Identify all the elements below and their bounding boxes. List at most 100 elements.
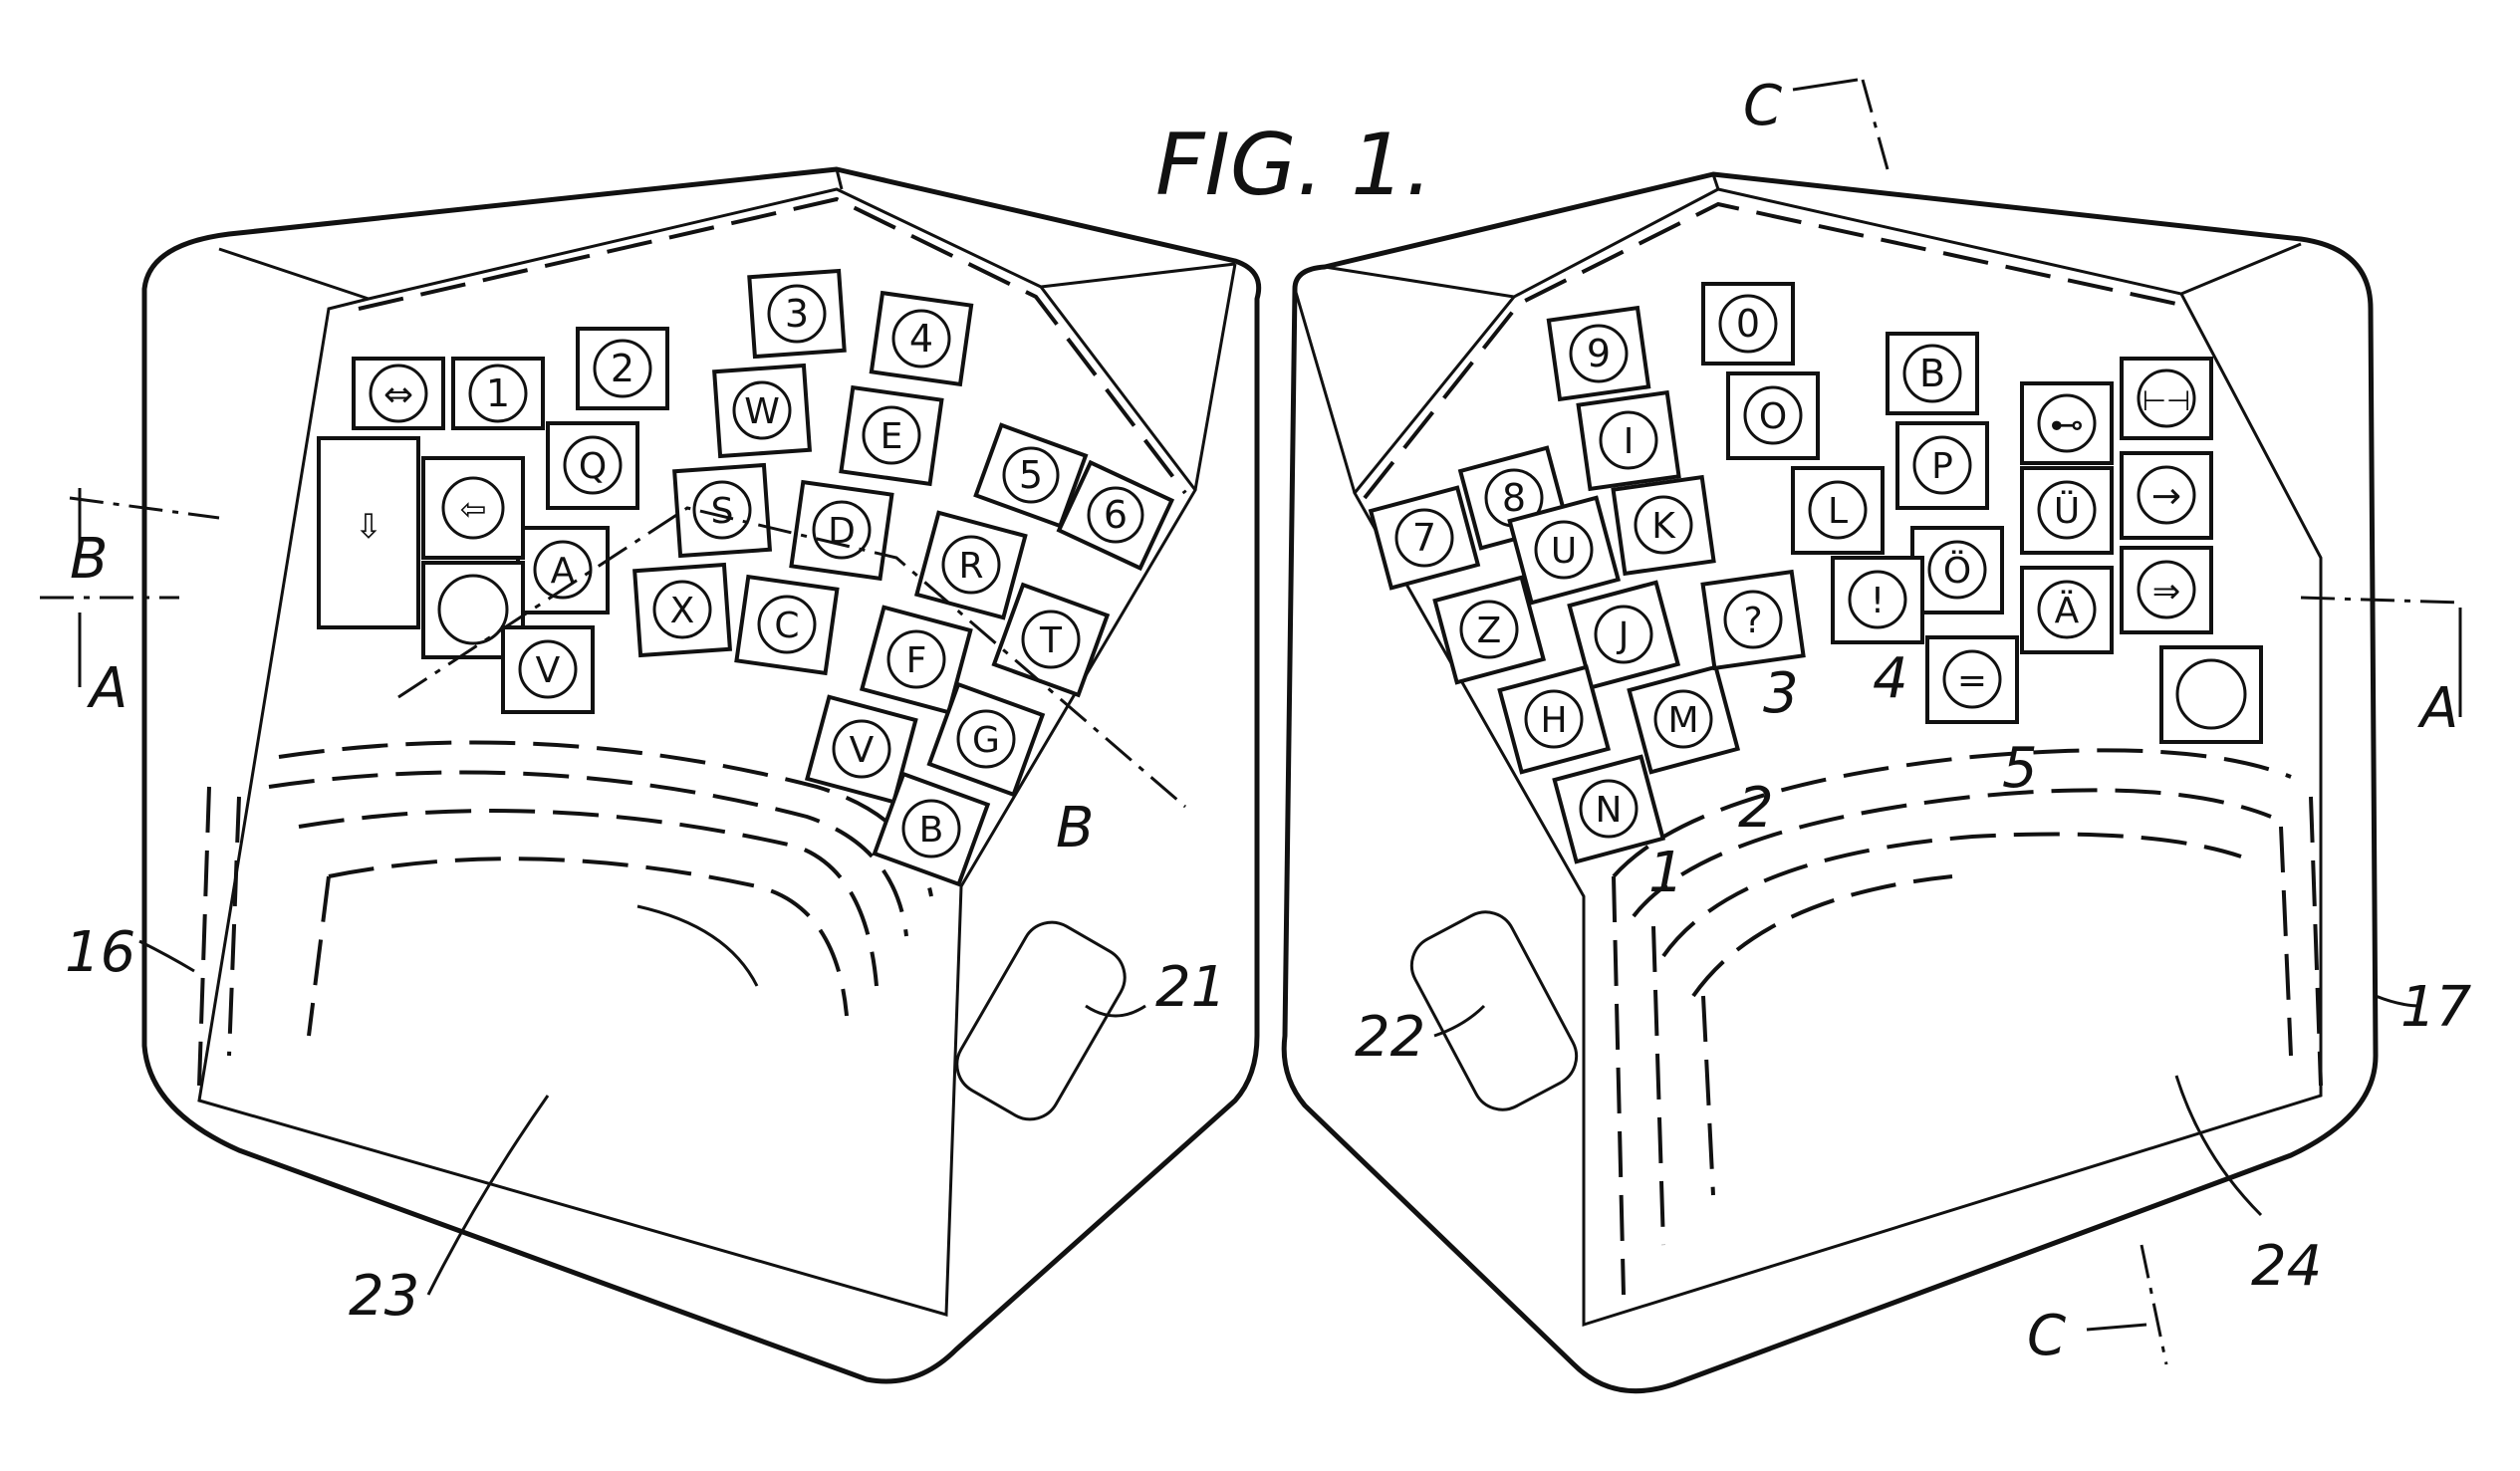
key[interactable]: ! bbox=[1831, 556, 1924, 644]
key[interactable]: S bbox=[672, 462, 773, 559]
key[interactable]: 2 bbox=[576, 327, 669, 410]
svg-text:→: → bbox=[2151, 476, 2181, 517]
column-label-4: 4 bbox=[1873, 646, 1908, 711]
key[interactable]: M bbox=[1627, 664, 1741, 775]
svg-text:Ö: Ö bbox=[1943, 550, 1971, 592]
key[interactable]: P bbox=[1895, 421, 1989, 510]
section-line-b-left bbox=[69, 496, 220, 520]
key[interactable]: Ä bbox=[2020, 566, 2114, 654]
key[interactable]: 5 bbox=[973, 422, 1089, 529]
svg-text:L: L bbox=[1828, 491, 1848, 532]
key[interactable]: → bbox=[2120, 451, 2213, 540]
svg-text:Ä: Ä bbox=[2055, 590, 2080, 631]
svg-text:X: X bbox=[670, 591, 695, 631]
key[interactable]: Ö bbox=[1910, 526, 2004, 614]
key[interactable]: 1 bbox=[451, 357, 545, 430]
key[interactable]: U bbox=[1507, 495, 1622, 606]
key[interactable]: I bbox=[1576, 389, 1681, 492]
left-thumb-pad[interactable] bbox=[946, 911, 1135, 1130]
svg-text:S: S bbox=[711, 491, 734, 532]
key[interactable]: 9 bbox=[1546, 305, 1651, 402]
key[interactable]: 6 bbox=[1056, 459, 1175, 572]
column-label-2: 2 bbox=[1738, 776, 1774, 841]
key[interactable]: O bbox=[1726, 371, 1820, 460]
key[interactable]: Ü bbox=[2020, 466, 2114, 555]
marker-c-top: C bbox=[1743, 74, 1782, 138]
svg-text:3: 3 bbox=[785, 292, 809, 336]
key[interactable]: 0 bbox=[1701, 282, 1795, 366]
key[interactable]: ⇒ bbox=[2120, 546, 2213, 634]
key[interactable]: L bbox=[1791, 466, 1885, 555]
key[interactable]: W bbox=[712, 363, 813, 459]
key[interactable]: ⇔ bbox=[352, 357, 445, 430]
svg-text:B: B bbox=[1919, 352, 1945, 395]
marker-a-left: A bbox=[87, 656, 127, 721]
key[interactable]: E bbox=[839, 384, 944, 487]
key[interactable]: D bbox=[789, 479, 894, 582]
svg-text:A: A bbox=[551, 551, 576, 592]
right-palm-rest-contours bbox=[1612, 748, 2323, 1296]
key[interactable]: T bbox=[991, 582, 1111, 698]
right-inner-bezel bbox=[1353, 187, 2323, 1328]
svg-text:5: 5 bbox=[1019, 453, 1043, 497]
right-bezel-edge bbox=[1293, 173, 2302, 494]
key[interactable]: K bbox=[1611, 474, 1716, 577]
key[interactable]: G bbox=[926, 681, 1046, 798]
key[interactable]: X bbox=[632, 562, 733, 658]
key[interactable]: ⊢⊣ bbox=[2120, 357, 2213, 440]
key[interactable]: ⊷ bbox=[2020, 381, 2114, 465]
key[interactable]: B bbox=[872, 771, 991, 887]
left-housing-outline bbox=[141, 166, 1262, 1384]
svg-text:I: I bbox=[1624, 421, 1635, 462]
key[interactable]: C bbox=[734, 574, 840, 676]
ref-22: 22 bbox=[1355, 1005, 1425, 1070]
key[interactable]: Q bbox=[546, 421, 639, 510]
svg-text:8: 8 bbox=[1502, 476, 1526, 520]
svg-text:⇔: ⇔ bbox=[383, 374, 413, 415]
key[interactable]: J bbox=[1567, 580, 1681, 690]
svg-text:W: W bbox=[744, 391, 780, 432]
svg-text:V: V bbox=[536, 650, 561, 691]
key[interactable] bbox=[2159, 645, 2263, 744]
key[interactable]: A bbox=[516, 526, 610, 614]
key[interactable]: Z bbox=[1432, 575, 1547, 685]
column-label-5: 5 bbox=[2002, 736, 2038, 801]
svg-text:K: K bbox=[1651, 506, 1676, 547]
right-keyboard-half: 7 8 9 0 B ⊷ ⊢⊣ U I O P Ü → Z J K L Ö Ä ⇒… bbox=[1281, 74, 2472, 1394]
svg-text:6: 6 bbox=[1104, 493, 1128, 537]
svg-text:7: 7 bbox=[1412, 516, 1436, 560]
svg-text:T: T bbox=[1039, 620, 1063, 661]
svg-text:C: C bbox=[774, 606, 799, 646]
key[interactable]: V bbox=[501, 625, 595, 714]
svg-text:⇦: ⇦ bbox=[460, 490, 487, 528]
marker-b-left: B bbox=[70, 527, 108, 592]
svg-text:2: 2 bbox=[611, 347, 634, 390]
key[interactable]: V bbox=[804, 694, 918, 805]
svg-text:U: U bbox=[1551, 531, 1577, 572]
svg-text:Q: Q bbox=[579, 446, 607, 487]
right-housing-outline bbox=[1281, 171, 2379, 1394]
key[interactable]: 7 bbox=[1368, 485, 1481, 591]
svg-text:N: N bbox=[1596, 790, 1623, 831]
left-bezel-edge bbox=[218, 168, 1237, 491]
right-thumb-pad[interactable] bbox=[1401, 901, 1587, 1119]
key[interactable]: = bbox=[1925, 635, 2019, 724]
svg-text:F: F bbox=[906, 640, 927, 681]
key[interactable]: ? bbox=[1700, 569, 1806, 671]
key[interactable]: R bbox=[913, 510, 1028, 620]
svg-text:0: 0 bbox=[1736, 302, 1760, 346]
left-keywell-dashed bbox=[358, 196, 1187, 495]
key[interactable]: ⇦ bbox=[421, 456, 525, 560]
ref-23: 23 bbox=[349, 1264, 419, 1329]
key[interactable]: 4 bbox=[869, 290, 974, 387]
key[interactable]: 3 bbox=[747, 268, 847, 360]
svg-text:Ü: Ü bbox=[2054, 490, 2080, 532]
ref-21: 21 bbox=[1155, 955, 1226, 1020]
key[interactable]: H bbox=[1497, 664, 1612, 775]
key[interactable]: F bbox=[859, 605, 973, 715]
key[interactable]: B bbox=[1886, 332, 1979, 415]
svg-text:O: O bbox=[1759, 396, 1787, 437]
ref-16: 16 bbox=[65, 920, 135, 985]
key[interactable]: N bbox=[1552, 754, 1666, 864]
key[interactable]: ⇩ bbox=[317, 436, 420, 629]
